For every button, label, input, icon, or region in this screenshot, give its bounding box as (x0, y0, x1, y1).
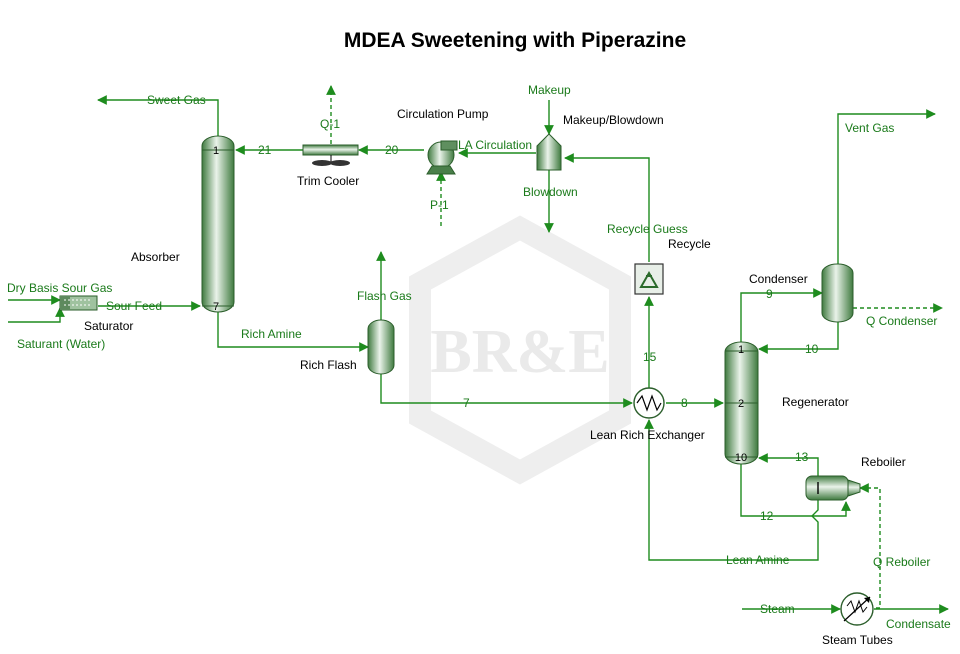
rich-flash-drum[interactable] (367, 319, 395, 375)
saturant-label: Saturant (Water) (17, 337, 105, 351)
trim-cooler-label: Trim Cooler (297, 174, 359, 188)
absorber-tray-bottom: 7 (213, 301, 219, 313)
lean-amine-label: Lean Amine (726, 553, 790, 567)
stream-10-label: 10 (805, 342, 819, 356)
makeup-label: Makeup (528, 83, 571, 97)
stream-7-label: 7 (463, 396, 470, 410)
trim-cooler[interactable] (302, 144, 359, 166)
sour-feed-label: Sour Feed (106, 299, 162, 313)
rich-amine-label: Rich Amine (241, 327, 302, 341)
q-reboiler-label: Q Reboiler (873, 555, 930, 569)
recycle-block[interactable] (634, 263, 664, 295)
q1-label: Q-1 (320, 117, 340, 131)
stream-sweet-gas-line[interactable] (97, 95, 219, 136)
p1-label: P-1 (430, 198, 449, 212)
stream-rich-amine-line[interactable] (217, 312, 369, 352)
circulation-pump-label: Circulation Pump (397, 107, 489, 121)
blowdown-label: Blowdown (523, 185, 578, 199)
diagram-title: MDEA Sweetening with Piperazine (344, 29, 686, 52)
condenser-drum[interactable] (821, 263, 854, 323)
stream-21-label: 21 (258, 143, 272, 157)
watermark-text: BR&E (430, 318, 609, 386)
lean-rich-exchanger[interactable] (633, 387, 665, 419)
stream-9-line[interactable] (740, 288, 823, 342)
stream-lean-amine-line[interactable] (644, 419, 819, 561)
la-circulation-label: LA Circulation (458, 138, 532, 152)
saturator-label: Saturator (84, 319, 133, 333)
makeup-blowdown-label: Makeup/Blowdown (563, 113, 664, 127)
stream-12-label: 12 (760, 509, 774, 523)
regenerator-label: Regenerator (782, 395, 849, 409)
reboiler[interactable] (805, 475, 861, 501)
stream-8-label: 8 (681, 396, 688, 410)
makeup-blowdown-mixer[interactable] (536, 133, 562, 171)
stream-12-line[interactable] (740, 464, 851, 517)
stream-20-label: 20 (385, 143, 399, 157)
recycle-guess-label: Recycle Guess (607, 222, 688, 236)
stream-vent-gas-line[interactable] (837, 109, 936, 264)
stream-7-line[interactable] (380, 374, 633, 408)
regenerator-tray-bottom: 10 (735, 452, 747, 464)
saturator[interactable] (59, 295, 98, 311)
regenerator-tray-mid: 2 (738, 398, 744, 410)
stream-9-label: 9 (766, 287, 773, 301)
steam-tubes-label: Steam Tubes (822, 633, 893, 647)
stream-saturant-line[interactable] (8, 307, 65, 323)
steam-tubes[interactable] (840, 592, 874, 626)
absorber-label: Absorber (131, 250, 180, 264)
steam-label: Steam (760, 602, 795, 616)
condenser-label: Condenser (749, 272, 808, 286)
reboiler-label: Reboiler (861, 455, 906, 469)
stream-13-line[interactable] (758, 453, 819, 476)
vent-gas-label: Vent Gas (845, 121, 894, 135)
condensate-label: Condensate (886, 617, 951, 631)
dry-sour-gas-label: Dry Basis Sour Gas (7, 281, 112, 295)
stream-q-reboiler-line[interactable] (855, 483, 881, 609)
recycle-label: Recycle (668, 237, 711, 251)
sweet-gas-label: Sweet Gas (147, 93, 206, 107)
regenerator-column[interactable] (724, 341, 759, 465)
stream-15-label: 15 (643, 350, 657, 364)
stream-13-label: 13 (795, 450, 809, 464)
watermark-logo: BR&E (409, 215, 631, 485)
flash-gas-label: Flash Gas (357, 289, 412, 303)
rich-flash-label: Rich Flash (300, 358, 357, 372)
lean-rich-exchanger-label: Lean Rich Exchanger (590, 428, 705, 442)
stream-recycle-guess-line[interactable] (564, 153, 650, 262)
stream-10-line[interactable] (758, 322, 839, 354)
absorber-column[interactable] (201, 135, 235, 313)
circulation-pump[interactable] (426, 140, 458, 175)
q-condenser-label: Q Condenser (866, 314, 937, 328)
regenerator-tray-top: 1 (738, 344, 744, 356)
absorber-tray-top: 1 (213, 145, 219, 157)
